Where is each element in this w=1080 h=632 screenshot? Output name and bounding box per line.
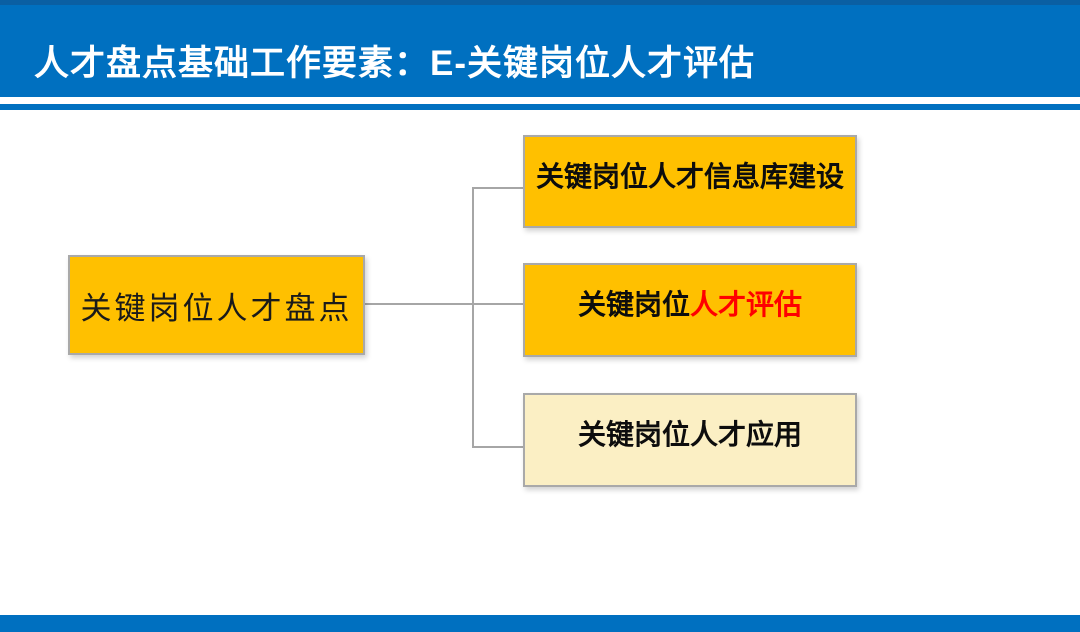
header-underline-divider — [0, 104, 1080, 110]
connector-root-to-middle — [365, 303, 523, 305]
root-node-label: 关键岗位人才盘点 — [80, 290, 353, 326]
child-node-mid-label-red-highlight: 人才评估 — [690, 289, 803, 320]
connector-vertical-spine — [472, 187, 474, 448]
connector-branch-bottom — [472, 446, 523, 448]
child-node-bottom-label: 关键岗位人才应用 — [577, 419, 802, 450]
root-node-key-position-inventory: 关键岗位人才盘点 — [68, 255, 365, 355]
connector-branch-top — [472, 187, 523, 189]
child-node-mid-label: 关键岗位人才评估 — [578, 283, 802, 323]
header-bar: 人才盘点基础工作要素：E-关键岗位人才评估 — [0, 0, 1080, 97]
child-node-mid-label-black: 关键岗位 — [577, 289, 690, 320]
page-title: 人才盘点基础工作要素：E-关键岗位人才评估 — [34, 43, 756, 83]
child-node-talent-evaluation: 关键岗位人才评估 — [523, 263, 857, 357]
child-node-talent-application: 关键岗位人才应用 — [523, 393, 857, 487]
child-node-talent-info-database: 关键岗位人才信息库建设 — [523, 135, 857, 228]
footer-bar — [0, 615, 1080, 632]
child-node-top-label: 关键岗位人才信息库建设 — [535, 160, 844, 192]
